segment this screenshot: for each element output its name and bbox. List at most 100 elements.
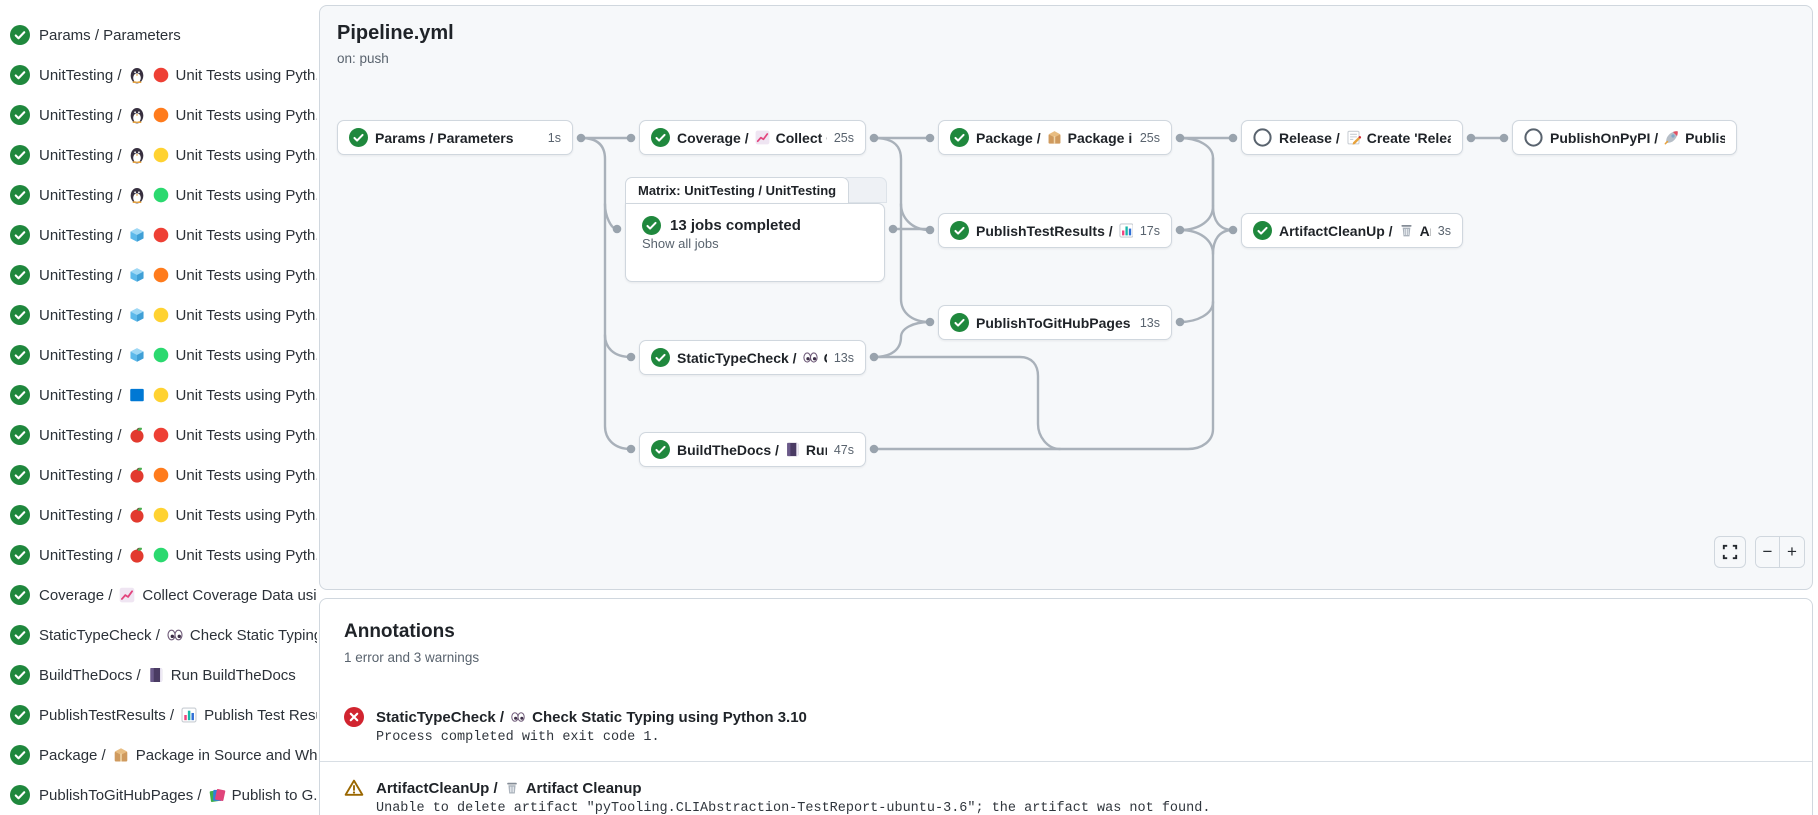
sidebar-job-item-9[interactable]: UnitTesting / Unit Tests using Pyth... — [0, 375, 317, 415]
fullscreen-icon — [1721, 543, 1739, 561]
connection-dot — [925, 317, 935, 327]
sidebar-job-item-6[interactable]: UnitTesting /Unit Tests using Pyth... — [0, 255, 317, 295]
job-name-prefix: UnitTesting / — [39, 466, 122, 484]
check-circle-icon — [10, 25, 30, 45]
workflow-node-publishtestresults[interactable]: PublishTestResults /Pu...17s — [938, 213, 1172, 248]
job-step-label: Unit Tests using Pyth... — [175, 386, 317, 404]
node-duration: 13s — [1139, 315, 1160, 330]
sidebar-job-item-3[interactable]: UnitTesting /Unit Tests using Pyth... — [0, 135, 317, 175]
node-name-prefix: StaticTypeCheck / — [677, 349, 797, 366]
check-circle-icon — [10, 385, 30, 405]
connection-dot — [1228, 225, 1238, 235]
job-name-prefix: Package / — [39, 746, 106, 764]
dot-red — [152, 226, 170, 244]
annotation-job-prefix: ArtifactCleanUp / — [376, 779, 498, 797]
node-duration: 13s — [833, 350, 854, 365]
workflow-graph-card: Pipeline.yml on: push Params / Parameter… — [319, 5, 1813, 590]
job-name-prefix: UnitTesting / — [39, 186, 122, 204]
workflow-node-release[interactable]: Release /Create 'Release P... — [1241, 120, 1463, 155]
check-circle-icon — [10, 705, 30, 725]
workflow-node-buildthedocs[interactable]: BuildTheDocs /Run Buil...47s — [639, 432, 866, 467]
annotation-job-prefix: StaticTypeCheck / — [376, 708, 505, 726]
node-step-label: Collect Cove... — [775, 129, 827, 146]
check-circle-icon — [10, 545, 30, 565]
sidebar-job-item-15[interactable]: StaticTypeCheck /Check Static Typing... — [0, 615, 317, 655]
sidebar-job-item-13[interactable]: UnitTesting /Unit Tests using Pyth... — [0, 535, 317, 575]
workflow-node-publishonpypi[interactable]: PublishOnPyPI /Publish to ... — [1512, 120, 1737, 155]
sidebar-job-label: UnitTesting /Unit Tests using Pyth... — [39, 546, 317, 564]
job-step-label: Unit Tests using Pyth... — [175, 106, 317, 124]
node-step-label: Create 'Release P... — [1366, 129, 1451, 146]
package-icon — [1046, 129, 1063, 146]
wastebasket-icon — [1398, 222, 1415, 239]
job-step-label: Unit Tests using Pyth... — [175, 266, 317, 284]
sidebar-job-item-19[interactable]: PublishToGitHubPages /Publish to G... — [0, 775, 317, 815]
dot-green — [152, 346, 170, 364]
workflow-node-package[interactable]: Package /Package in So...25s — [938, 120, 1172, 155]
sidebar-job-item-8[interactable]: UnitTesting /Unit Tests using Pyth... — [0, 335, 317, 375]
zoom-out-button[interactable]: − — [1756, 537, 1780, 567]
sidebar-job-item-0[interactable]: Params / Parameters — [0, 15, 317, 55]
connection-dot — [626, 133, 636, 143]
sidebar-job-label: UnitTesting /Unit Tests using Pyth... — [39, 226, 317, 244]
sidebar-job-item-7[interactable]: UnitTesting /Unit Tests using Pyth... — [0, 295, 317, 335]
wastebasket-icon — [504, 780, 520, 796]
annotation-job-link[interactable]: StaticTypeCheck /Check Static Typing usi… — [376, 709, 807, 726]
workflow-node-artifactcleanup[interactable]: ArtifactCleanUp /Artifac...3s — [1241, 213, 1463, 248]
check-circle-icon — [651, 440, 670, 459]
job-name-prefix: UnitTesting / — [39, 426, 122, 444]
edge-publishtogithubpages-to-artifactcleanup — [1211, 228, 1235, 256]
eyes-icon — [166, 626, 184, 644]
check-circle-icon — [950, 128, 969, 147]
dot-yellow — [152, 146, 170, 164]
node-step-label: Artifac... — [1419, 222, 1431, 239]
check-circle-icon — [10, 225, 30, 245]
sidebar-job-item-10[interactable]: UnitTesting /Unit Tests using Pyth... — [0, 415, 317, 455]
sidebar-job-label: UnitTesting /Unit Tests using Pyth... — [39, 106, 317, 124]
sidebar-job-item-11[interactable]: UnitTesting / Unit Tests using Pyth... — [0, 455, 317, 495]
sidebar-job-label: UnitTesting /Unit Tests using Pyth... — [39, 506, 317, 524]
freebsd-icon — [128, 346, 146, 364]
skipped-circle-icon — [1524, 128, 1543, 147]
check-circle-icon — [1253, 221, 1272, 240]
connection-dot — [626, 352, 636, 362]
workflow-node-statictypecheck[interactable]: StaticTypeCheck / Chec... 13s — [639, 340, 866, 375]
edge-package-to-artifactcleanup — [1178, 136, 1215, 208]
sidebar-job-item-16[interactable]: BuildTheDocs /Run BuildTheDocs — [0, 655, 317, 695]
sidebar-job-item-4[interactable]: UnitTesting /Unit Tests using Pyth... — [0, 175, 317, 215]
job-step-label: Check Static Typing... — [189, 626, 317, 644]
show-all-jobs-link[interactable]: Show all jobs — [642, 236, 719, 251]
node-label: PublishTestResults /Pu... — [976, 222, 1133, 239]
freebsd-icon — [128, 226, 146, 244]
sidebar-job-item-12[interactable]: UnitTesting /Unit Tests using Pyth... — [0, 495, 317, 535]
node-name-prefix: Coverage / — [677, 129, 749, 146]
workflow-node-publishtogithubpages[interactable]: PublishToGitHubPages /...13s — [938, 305, 1172, 340]
edge-publishtestresults-to-artifactcleanup — [1178, 228, 1215, 304]
sidebar-job-label: Coverage /Collect Coverage Data usi... — [39, 586, 317, 604]
node-step-label: Publish to ... — [1685, 129, 1725, 146]
sidebar-job-item-2[interactable]: UnitTesting /Unit Tests using Pyth... — [0, 95, 317, 135]
job-step-label: Unit Tests using Pyth... — [175, 466, 317, 484]
check-circle-icon — [10, 305, 30, 325]
workflow-node-coverage[interactable]: Coverage /Collect Cove...25s — [639, 120, 866, 155]
sidebar-job-item-18[interactable]: Package /Package in Source and Wh... — [0, 735, 317, 775]
annotations-title: Annotations — [344, 621, 455, 642]
apple-icon — [128, 506, 146, 524]
check-circle-icon — [10, 465, 30, 485]
edge-buildthedocs-to-artifactcleanup — [872, 300, 1215, 451]
sidebar-job-item-17[interactable]: PublishTestResults /Publish Test Resu... — [0, 695, 317, 735]
sidebar-job-label: UnitTesting /Unit Tests using Pyth... — [39, 346, 317, 364]
job-name-prefix: UnitTesting / — [39, 386, 122, 404]
sidebar-job-item-5[interactable]: UnitTesting /Unit Tests using Pyth... — [0, 215, 317, 255]
zoom-in-button[interactable]: + — [1780, 537, 1804, 567]
fullscreen-button[interactable] — [1714, 536, 1746, 568]
node-step-label: Chec... — [824, 350, 827, 366]
annotation-job-link[interactable]: ArtifactCleanUp /Artifact Cleanup — [376, 780, 642, 797]
check-circle-icon — [10, 745, 30, 765]
penguin-icon — [128, 66, 146, 84]
sidebar-job-item-14[interactable]: Coverage /Collect Coverage Data usi... — [0, 575, 317, 615]
rocket-icon — [1663, 129, 1680, 146]
sidebar-job-item-1[interactable]: UnitTesting /Unit Tests using Pyth... — [0, 55, 317, 95]
